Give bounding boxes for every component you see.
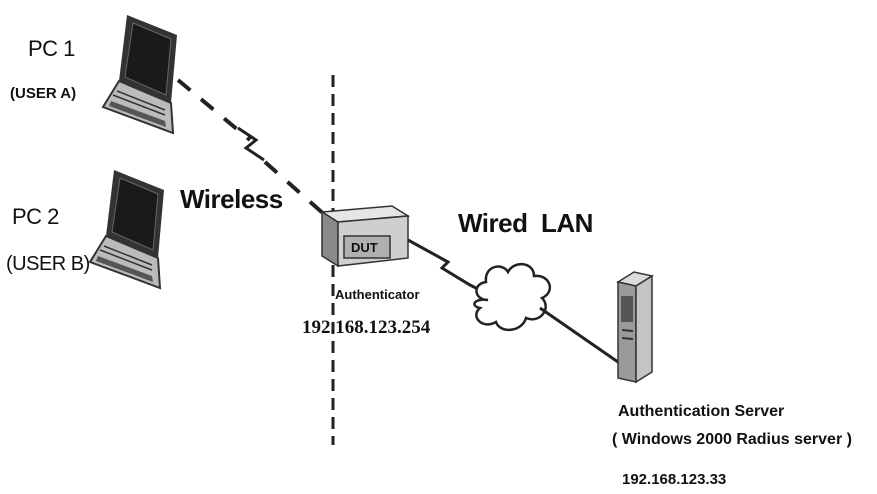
wireless-link-icon <box>237 126 265 162</box>
pc1-name: PC 1 <box>28 36 75 61</box>
wired-link-dut-cloud <box>407 238 481 292</box>
laptop-icon <box>101 15 177 135</box>
dut-role: Authenticator <box>335 287 420 302</box>
server-tower-icon <box>616 271 654 384</box>
cloud-icon <box>473 263 552 331</box>
wired-lan-label: Wired LAN <box>458 208 593 238</box>
server-title: Authentication Server <box>618 403 785 420</box>
wired-link-cloud-server <box>539 306 619 364</box>
server-ip: 192.168.123.33 <box>622 471 727 488</box>
wireless-link <box>176 78 327 217</box>
pc1-user: (USER A) <box>10 85 77 102</box>
laptop-icon <box>88 170 164 290</box>
dut-ip: 192.168.123.254 <box>302 317 431 338</box>
router-icon <box>319 205 411 268</box>
dut-label: DUT <box>351 240 378 255</box>
pc2-name: PC 2 <box>12 204 59 229</box>
server-subtitle: ( Windows 2000 Radius server ) <box>612 431 852 448</box>
wireless-label: Wireless <box>180 184 283 214</box>
pc2-user: (USER B) <box>6 253 90 275</box>
